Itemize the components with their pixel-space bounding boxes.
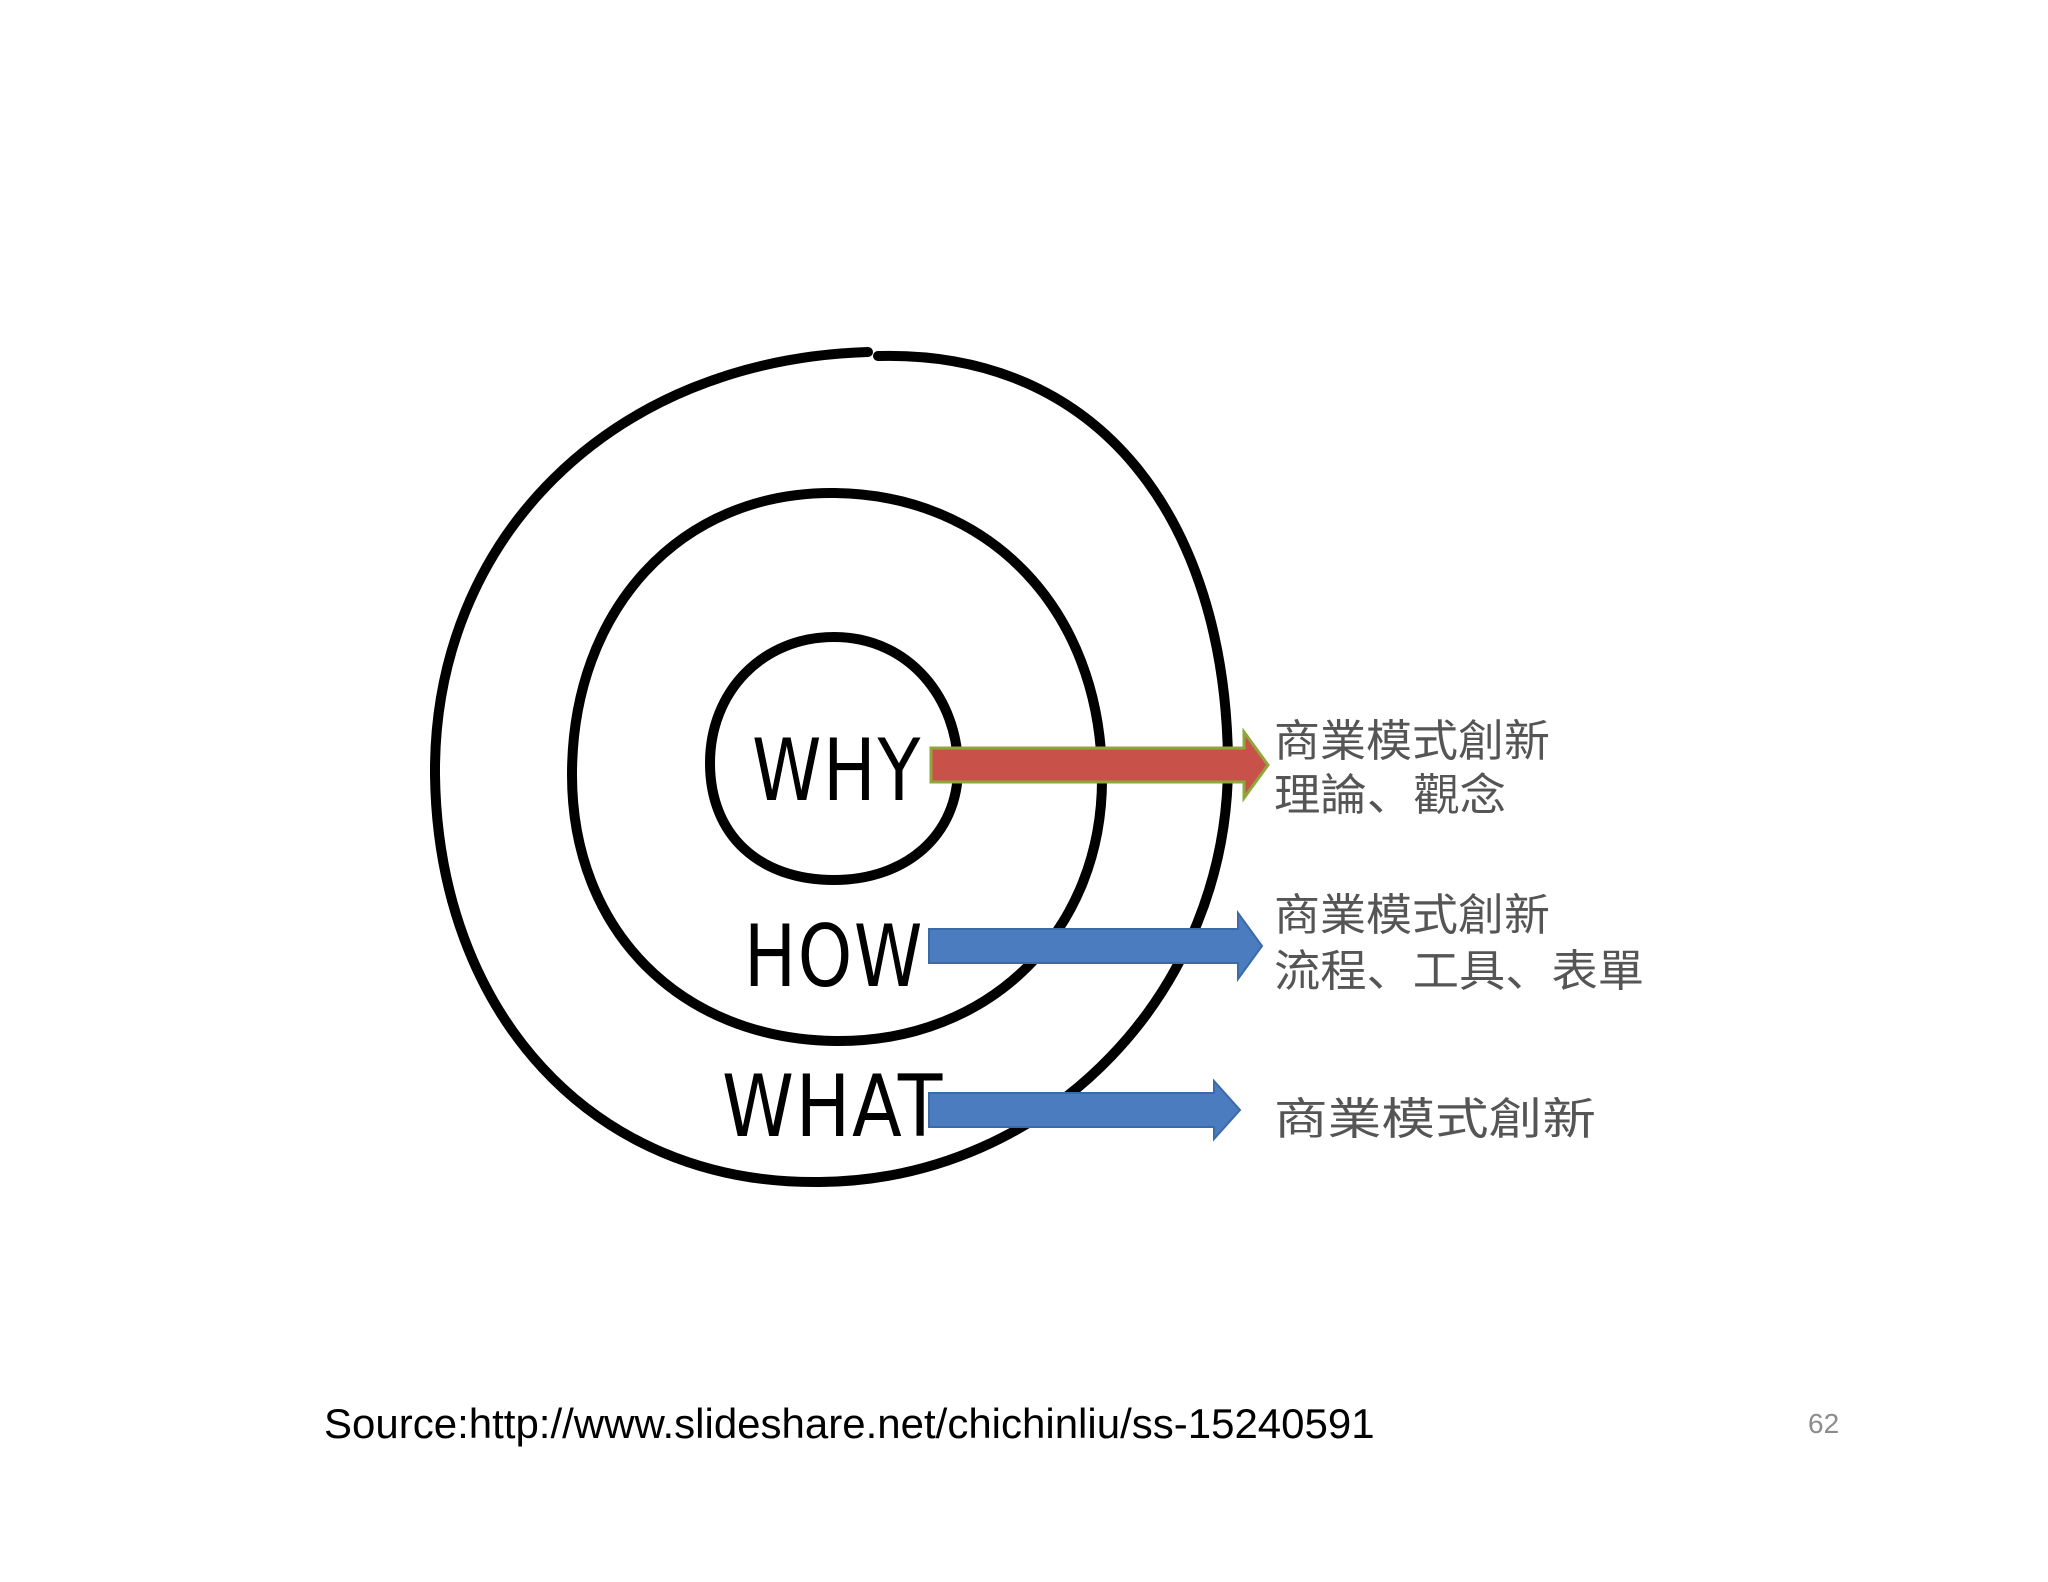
how-text-line-1: 商業模式創新: [1274, 890, 1550, 941]
what-arrow: [928, 1078, 1242, 1142]
inner-ring: [704, 631, 964, 886]
why-text-line-2: 理論、觀念: [1274, 770, 1506, 821]
source-citation: Source:http://www.slideshare.net/chichin…: [324, 1400, 1375, 1447]
how-arrow: [928, 909, 1264, 983]
why-text-line-1: 商業模式創新: [1274, 716, 1550, 767]
what-text-line-1: 商業模式創新: [1274, 1094, 1596, 1145]
how-label: HOW: [744, 907, 924, 1007]
page-number: 62: [1808, 1408, 1840, 1439]
outer-ring: [429, 347, 1234, 1188]
what-label: WHAT: [722, 1057, 944, 1157]
how-text-line-2: 流程、工具、表單: [1274, 946, 1644, 997]
middle-ring: [566, 487, 1108, 1047]
why-label: WHY: [752, 721, 922, 821]
why-arrow: [929, 727, 1270, 803]
